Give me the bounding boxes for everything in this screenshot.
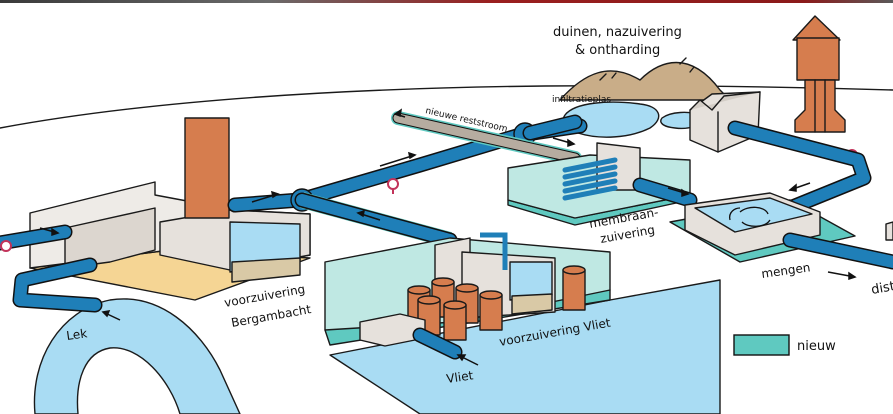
label-infiltratieplas: infiltratieplas	[552, 95, 611, 105]
distribution-building	[885, 221, 893, 241]
label-duinen-2: & ontharding	[575, 43, 660, 58]
swirl-icon	[729, 206, 771, 227]
pipe-to-mixing	[729, 122, 870, 214]
label-distributie: dist	[870, 279, 893, 298]
pipe-distribution	[784, 234, 893, 268]
pipe-reststroom	[393, 113, 580, 163]
pipe-lek-intake	[14, 259, 101, 311]
water-tower-icon	[792, 15, 846, 133]
legend-swatch-nieuw	[733, 334, 790, 356]
label-lek: Lek	[65, 326, 88, 343]
valve-icon	[387, 178, 399, 194]
voorzuivering-bergambacht-buildings	[29, 181, 311, 283]
label-duinen-1: duinen, nazuivering	[553, 25, 682, 40]
storage-tanks	[407, 265, 586, 341]
storage-silo	[184, 117, 230, 219]
pipe-to-infiltration	[524, 116, 581, 139]
label-vliet: Vliet	[445, 368, 474, 386]
arrow-icon	[39, 108, 857, 366]
pipe-to-vliet	[296, 194, 456, 246]
dunes	[559, 57, 731, 101]
horizon-line	[0, 84, 893, 129]
pipe-membrane-to-mixing	[634, 179, 696, 206]
legend-label-nieuw: nieuw	[797, 339, 836, 354]
valve-icon	[0, 240, 12, 252]
membraanzuivering-plant	[507, 142, 691, 226]
legend: nieuw	[733, 334, 836, 356]
top-bar	[0, 0, 893, 3]
label-mengen: mengen	[760, 260, 811, 281]
pump-house	[689, 91, 761, 153]
lek-river	[33, 298, 241, 414]
pipe-vliet-intake	[414, 329, 461, 358]
